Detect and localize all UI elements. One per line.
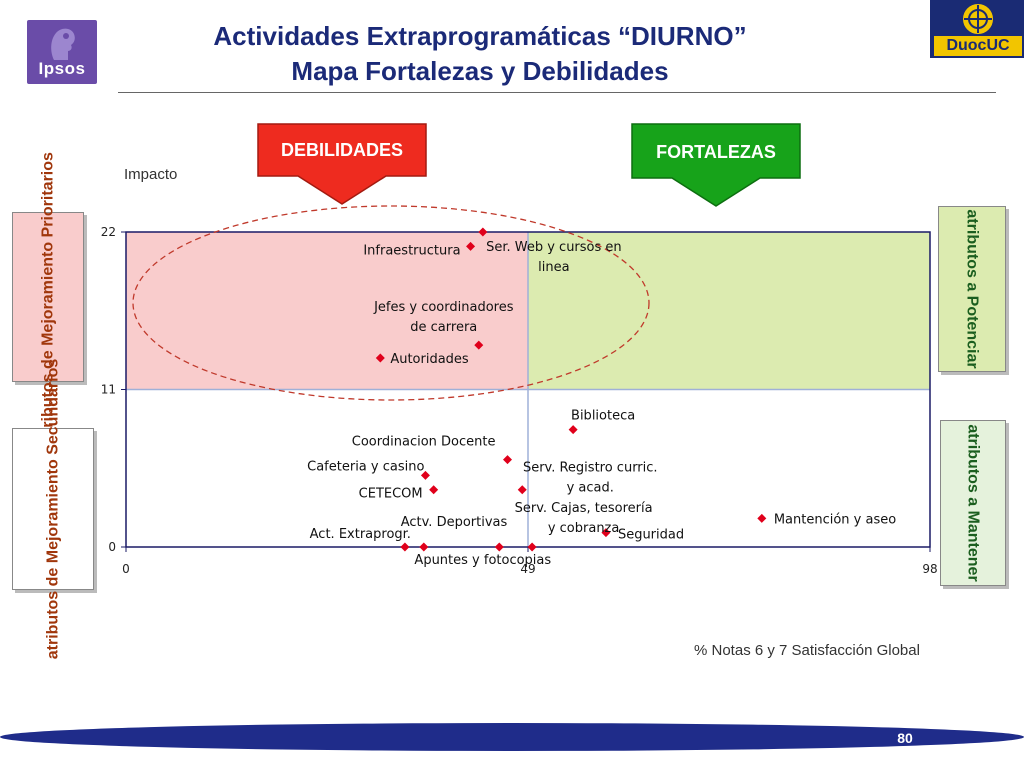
- point-label: Act. Extraprogr.: [310, 527, 411, 542]
- y-axis-title: Impacto: [124, 166, 178, 183]
- page-subtitle: Mapa Fortalezas y Debilidades: [291, 56, 669, 86]
- scatter-point: [517, 485, 527, 495]
- x-tick-label: 49: [520, 562, 535, 576]
- point-label: Cafeteria y casino: [307, 459, 424, 474]
- y-tick-label: 22: [101, 225, 116, 239]
- scatter-point: [601, 528, 611, 538]
- scatter-point: [527, 542, 537, 552]
- scatter-point: [502, 455, 512, 465]
- scatter-point: [466, 241, 476, 251]
- point-label: Serv. Registro curric.y acad.: [523, 461, 658, 496]
- scatter-point: [478, 227, 488, 237]
- fortalezas-arrow: [631, 123, 801, 207]
- quadrant-fortalezas: [528, 232, 930, 390]
- highlight-ellipse: [132, 205, 650, 401]
- point-label: Coordinacion Docente: [352, 435, 496, 450]
- point-label: Seguridad: [618, 528, 684, 543]
- debilidades-arrow: [257, 123, 427, 205]
- point-label: Biblioteca: [571, 409, 635, 424]
- scatter-point: [757, 513, 767, 523]
- duocuc-logo-text: DuocUC: [934, 36, 1022, 56]
- scatter-point: [419, 542, 429, 552]
- point-label: Autoridades: [390, 352, 469, 367]
- footer-band: [0, 723, 1024, 751]
- scatter-point: [429, 485, 439, 495]
- side-label-mejoramiento-secundarios: atributos de Mejoramiento Secundarios: [12, 359, 94, 659]
- scatter-point: [420, 470, 430, 480]
- crest-icon: [961, 2, 995, 36]
- ipsos-face-icon: [51, 28, 75, 60]
- scatter-point: [568, 425, 578, 435]
- quadrant-debilidades: [126, 232, 528, 390]
- y-tick-label: 11: [101, 383, 116, 397]
- point-label: Mantención y aseo: [774, 512, 896, 527]
- point-label: Infraestructura: [363, 243, 460, 258]
- page-title: Actividades Extraprogramáticas “DIURNO”: [213, 21, 747, 51]
- ipsos-logo-text: Ipsos: [38, 59, 86, 78]
- x-tick-label: 98: [922, 562, 937, 576]
- point-label: CETECOM: [359, 487, 423, 502]
- page-number: 80: [897, 730, 913, 746]
- y-tick-label: 0: [108, 540, 116, 554]
- point-label: Apuntes y fotocopias: [414, 553, 551, 568]
- title-divider: [118, 92, 996, 93]
- debilidades-label: DEBILIDADES: [280, 140, 403, 160]
- scatter-point: [494, 542, 504, 552]
- duocuc-logo: DuocUC: [930, 0, 1024, 58]
- side-label-potenciar: atributos a Potenciar: [938, 206, 1006, 372]
- scatter-point: [375, 353, 385, 363]
- ipsos-logo: Ipsos: [27, 20, 97, 84]
- x-axis-title: % Notas 6 y 7 Satisfacción Global: [694, 642, 920, 659]
- point-label: Actv. Deportivas: [401, 515, 508, 530]
- scatter-point: [474, 340, 484, 350]
- scatter-point: [400, 542, 410, 552]
- x-tick-label: 0: [122, 562, 130, 576]
- fortalezas-label: FORTALEZAS: [656, 142, 776, 162]
- side-label-mejoramiento-prioritarios: atributos de Mejoramiento Prioritarios: [12, 152, 84, 442]
- side-label-mantener: atributos a Mantener: [940, 420, 1006, 586]
